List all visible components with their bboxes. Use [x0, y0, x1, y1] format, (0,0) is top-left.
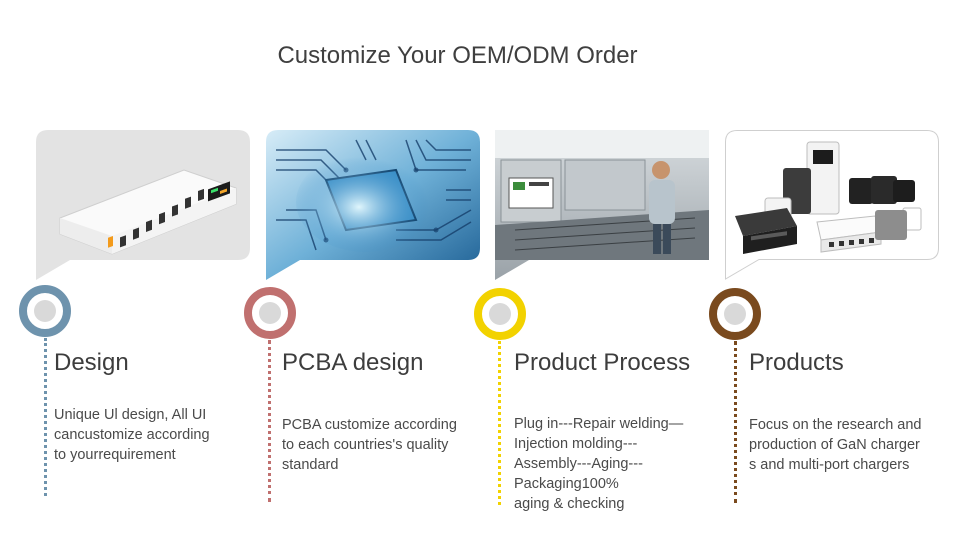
step-description: Unique Ul design, All UI cancustomize ac…: [54, 407, 210, 463]
process-timeline-line: [498, 341, 501, 505]
step-heading: PCBA design: [282, 349, 424, 376]
charger-products-collection-image: [725, 130, 939, 280]
factory-production-line-image: [495, 130, 709, 280]
pcba-timeline-line: [268, 340, 271, 502]
step-description: Focus on the research and production of …: [749, 417, 922, 473]
usb-charger-product-image: [36, 130, 250, 280]
step-heading: Product Process: [514, 349, 691, 376]
design-timeline-line: [44, 338, 47, 496]
step-description: Plug in---Repair welding— Injection mold…: [514, 416, 684, 512]
pcba-ring-marker: [244, 287, 296, 339]
pcb-circuit-image: [266, 130, 480, 280]
step-description: PCBA customize according to each countri…: [282, 417, 457, 473]
products-timeline-line: [734, 341, 737, 503]
step-heading: Design: [54, 349, 129, 376]
products-ring-marker: [709, 288, 761, 340]
page-title: Customize Your OEM/ODM Order: [277, 42, 638, 69]
step-heading: Products: [749, 349, 844, 376]
design-ring-marker: [19, 285, 71, 337]
process-ring-marker: [474, 288, 526, 340]
